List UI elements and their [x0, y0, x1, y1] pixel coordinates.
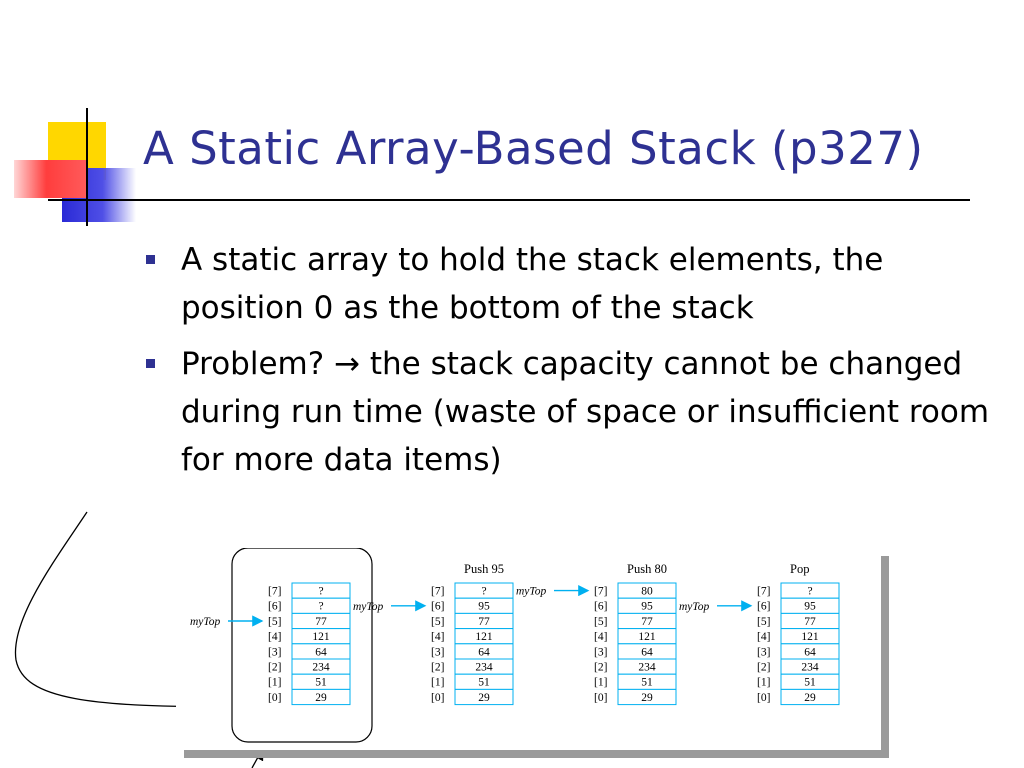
stack-index-label: [3]	[594, 646, 607, 658]
stack-cell	[780, 688, 840, 706]
decor-vertical-line	[86, 108, 88, 226]
stack-cell-value: 64	[804, 646, 816, 658]
stack-cell-value: 95	[641, 601, 653, 613]
stack-index-label: [1]	[431, 677, 444, 689]
stack-cell-value: 77	[478, 616, 490, 628]
title-divider	[48, 199, 970, 201]
stack-index-label: [6]	[268, 601, 281, 613]
stack-index-label: [5]	[757, 616, 770, 628]
figure-panel	[176, 548, 881, 750]
stack-cell-value: 77	[315, 616, 327, 628]
stack-cell-value: ?	[318, 586, 323, 598]
stack-cell-value: 64	[478, 646, 490, 658]
curved-arrow-line	[14, 511, 242, 714]
stack-cell-value: 29	[478, 692, 490, 704]
stack-index-label: [5]	[268, 616, 281, 628]
stack-index-label: [2]	[594, 662, 607, 674]
stack-cell-value: 51	[804, 677, 816, 689]
decor-red-square	[14, 160, 86, 198]
stack-index-label: [4]	[757, 631, 770, 643]
stack-cell-value: 234	[475, 662, 493, 674]
stack-cell-value: 121	[801, 631, 819, 643]
stack-index-label: [2]	[757, 662, 770, 674]
stack-cell-value: 51	[641, 677, 653, 689]
stack-cell-value: 51	[478, 677, 490, 689]
stack-cell	[454, 688, 514, 706]
highlight-box	[231, 548, 373, 743]
stack-index-label: [0]	[268, 692, 281, 704]
stack-cell-value: 29	[641, 692, 653, 704]
bullet-text: A static array to hold the stack element…	[181, 242, 884, 326]
stack-cell-value: 29	[315, 692, 327, 704]
bullet-marker	[146, 255, 155, 264]
stack-index-label: [4]	[431, 631, 444, 643]
bullet-text: Problem? → the stack capacity cannot be …	[181, 346, 990, 478]
stack-index-label: [6]	[431, 601, 444, 613]
mytop-label: myTop	[516, 586, 546, 598]
stack-index-label: [0]	[431, 692, 444, 704]
stack-index-label: [7]	[268, 586, 281, 598]
stack-caption: Pop	[790, 562, 809, 576]
stack-cell	[291, 688, 351, 706]
stack-cell-value: 29	[804, 692, 816, 704]
stack-index-label: [3]	[757, 646, 770, 658]
stack-cell-value: 95	[478, 601, 490, 613]
mytop-label: myTop	[679, 601, 709, 613]
bullet-item: Problem? → the stack capacity cannot be …	[143, 340, 1003, 484]
stack-caption: Push 95	[464, 562, 504, 576]
stack-cell	[617, 688, 677, 706]
stack-index-label: [7]	[431, 586, 444, 598]
stack-index-label: [0]	[757, 692, 770, 704]
stack-cell-value: 77	[804, 616, 816, 628]
stack-cell-value: 234	[312, 662, 330, 674]
stack-index-label: [1]	[757, 677, 770, 689]
stack-cell-value: 64	[315, 646, 327, 658]
stack-cell-value: 51	[315, 677, 327, 689]
stack-caption: Push 80	[627, 562, 667, 576]
stack-index-label: [7]	[594, 586, 607, 598]
stack-cell-value: 121	[312, 631, 330, 643]
stack-index-label: [6]	[757, 601, 770, 613]
stack-index-label: [3]	[268, 646, 281, 658]
stack-cell-value: ?	[807, 586, 812, 598]
stack-index-label: [3]	[431, 646, 444, 658]
bullet-marker	[146, 359, 155, 368]
stack-cell-value: 234	[638, 662, 656, 674]
bullet-list: A static array to hold the stack element…	[143, 236, 1003, 492]
stack-cell-value: 64	[641, 646, 653, 658]
stack-index-label: [2]	[431, 662, 444, 674]
stack-index-label: [1]	[594, 677, 607, 689]
stack-cell-value: 80	[641, 586, 653, 598]
stack-cell-value: ?	[318, 601, 323, 613]
stack-index-label: [4]	[594, 631, 607, 643]
stack-index-label: [1]	[268, 677, 281, 689]
stack-cell-value: 77	[641, 616, 653, 628]
stack-cell-value: 234	[801, 662, 819, 674]
stack-index-label: [5]	[594, 616, 607, 628]
mytop-label: myTop	[190, 616, 220, 628]
stack-index-label: [7]	[757, 586, 770, 598]
slide-title: A Static Array-Based Stack (p327)	[143, 122, 924, 175]
stack-cell-value: 121	[475, 631, 493, 643]
stack-index-label: [6]	[594, 601, 607, 613]
mytop-label: myTop	[353, 601, 383, 613]
stack-index-label: [4]	[268, 631, 281, 643]
stack-cell-value: 95	[804, 601, 816, 613]
stack-index-label: [0]	[594, 692, 607, 704]
stack-index-label: [2]	[268, 662, 281, 674]
stack-diagram: ? [7]? [6] 77 [5] 121 [4] 64 [3] 234 [2] 51 [1] 29 [0]…	[176, 548, 889, 758]
stacks-layer: ? [7]? [6] 77 [5] 121 [4] 64 [3] 234 [2] 51 [1] 29 [0]…	[190, 562, 840, 706]
bullet-item: A static array to hold the stack element…	[143, 236, 1003, 332]
stack-index-label: [5]	[431, 616, 444, 628]
stack-cell-value: 121	[638, 631, 656, 643]
stack-cell-value: ?	[481, 586, 486, 598]
